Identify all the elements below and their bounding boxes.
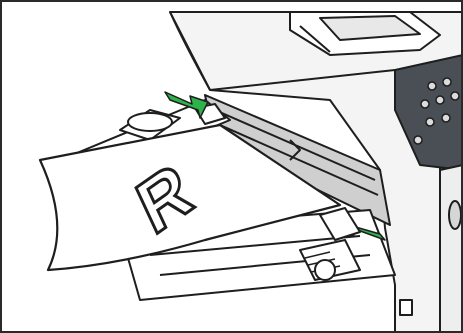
- printer-illustration: R: [0, 0, 463, 333]
- printer-svg: R: [0, 0, 463, 333]
